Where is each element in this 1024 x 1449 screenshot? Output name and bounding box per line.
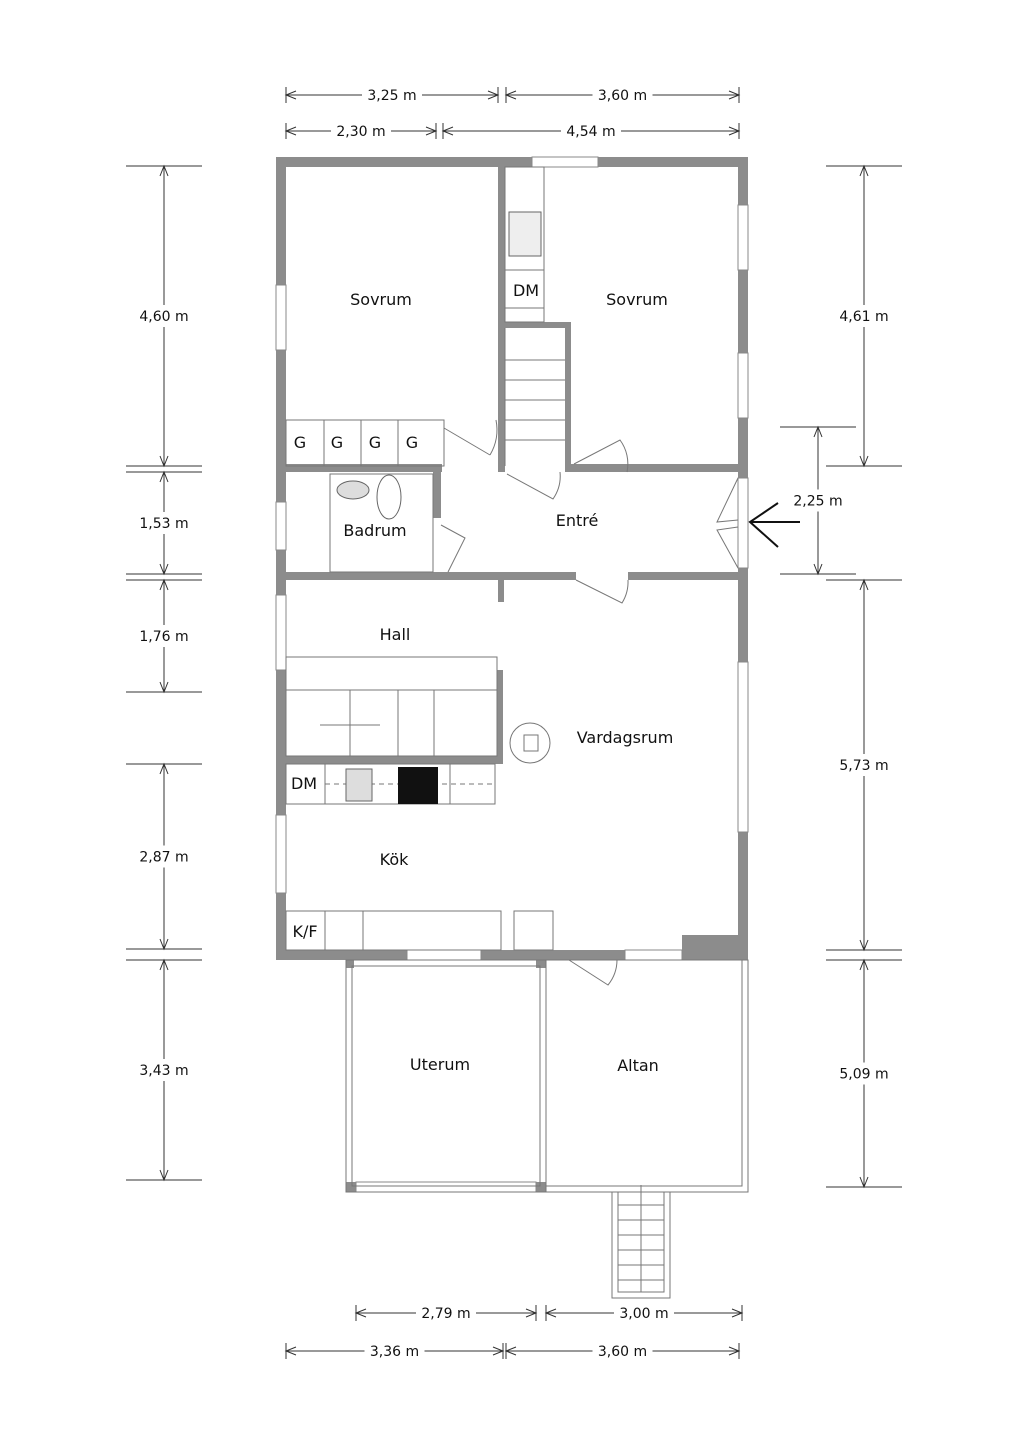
room-uterum: Uterum bbox=[410, 1055, 470, 1074]
dimension-label: 3,36 m bbox=[370, 1344, 419, 1360]
dimension-label: 4,61 m bbox=[839, 309, 888, 325]
room-vardagsrum: Vardagsrum bbox=[577, 728, 674, 747]
dimension-label: 2,30 m bbox=[336, 124, 385, 140]
dimension-label: 5,73 m bbox=[839, 758, 888, 774]
dimension-label: 3,00 m bbox=[619, 1306, 668, 1322]
entrance-arrow-icon bbox=[748, 502, 779, 548]
dishwasher-label: DM bbox=[513, 281, 539, 300]
fridge-freezer-label: K/F bbox=[292, 922, 317, 941]
dimension-label: 4,60 m bbox=[139, 309, 188, 325]
dimension-label: 5,09 m bbox=[839, 1067, 888, 1083]
room-labels: Sovrum Sovrum Badrum Entré Hall Vardagsr… bbox=[291, 281, 673, 1075]
wardrobe-label: G bbox=[369, 433, 381, 452]
dishwasher-label: DM bbox=[291, 774, 317, 793]
wardrobe-label: G bbox=[406, 433, 418, 452]
wardrobe-label: G bbox=[294, 433, 306, 452]
outdoor-structures bbox=[345, 959, 749, 1299]
windows bbox=[275, 156, 749, 1193]
dimension-label: 4,54 m bbox=[566, 124, 615, 140]
walls bbox=[276, 157, 748, 1192]
room-hall: Hall bbox=[380, 625, 411, 644]
room-sovrum-right: Sovrum bbox=[606, 290, 668, 309]
dimension-label: 1,76 m bbox=[139, 629, 188, 645]
dimension-label: 3,25 m bbox=[367, 88, 416, 104]
dimension-label: 3,60 m bbox=[598, 88, 647, 104]
room-kok: Kök bbox=[380, 850, 409, 869]
stove-icon bbox=[398, 767, 438, 804]
room-sovrum-left: Sovrum bbox=[350, 290, 412, 309]
fixtures bbox=[285, 166, 800, 986]
wardrobe-label: G bbox=[331, 433, 343, 452]
room-entre: Entré bbox=[556, 511, 599, 530]
room-badrum: Badrum bbox=[343, 521, 406, 540]
room-altan: Altan bbox=[617, 1056, 659, 1075]
dimension-lines: 3,25 m 3,60 m 2,30 m 4,54 m 2,79 m 3,00 m 3,36… bbox=[126, 85, 902, 1361]
dimension-label: 2,87 m bbox=[139, 850, 188, 866]
dimension-label: 3,60 m bbox=[598, 1344, 647, 1360]
dimension-label: 3,43 m bbox=[139, 1063, 188, 1079]
dimension-label: 1,53 m bbox=[139, 516, 188, 532]
dimension-label: 2,79 m bbox=[421, 1306, 470, 1322]
dimension-label: 2,25 m bbox=[793, 494, 842, 510]
